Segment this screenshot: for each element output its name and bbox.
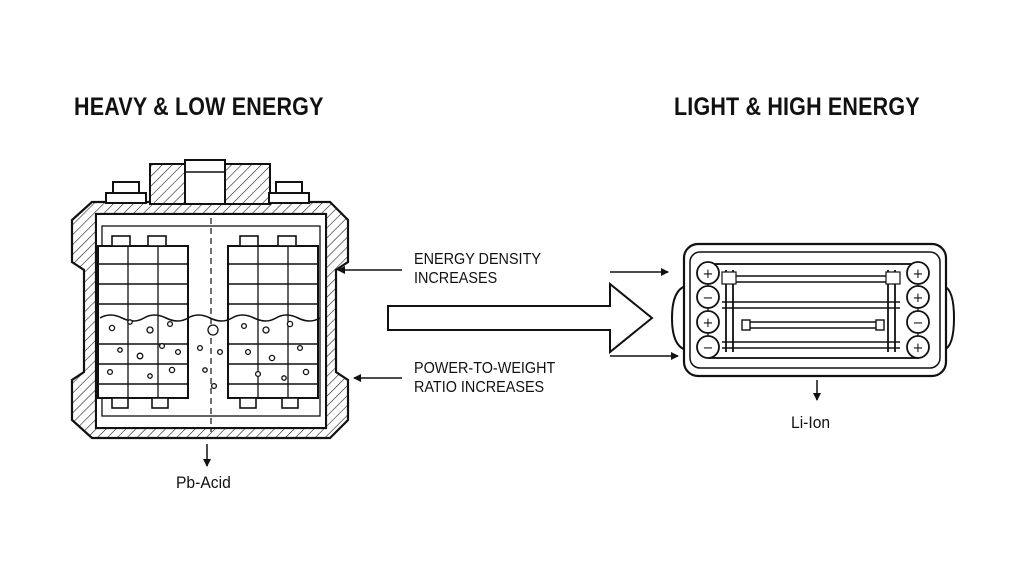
lead-acid-battery [70,159,350,440]
li-ion-cells-left [696,261,720,359]
cell-symbol-left-1: + [703,267,714,282]
electrolyte-level [99,314,321,322]
power-to-weight-label: POWER-TO-WEIGHT RATIO INCREASES [414,359,555,397]
power-to-weight-line-1: POWER-TO-WEIGHT [414,360,556,377]
li-ion-end-cap-left [670,285,687,351]
cell-symbol-left-2: − [703,291,714,306]
cell-symbol-right-4: + [913,341,924,356]
li-ion-battery: + − + − + + − + [670,242,956,378]
cell-symbol-left-3: + [703,316,714,331]
li-ion-casing [682,242,948,378]
cell-symbol-right-3: − [913,316,924,331]
energy-density-line-2: INCREASES [414,270,498,287]
cell-symbol-right-2: + [913,291,924,306]
heading-heavy-low-energy: HEAVY & LOW ENERGY [74,93,324,121]
cell-symbol-left-4: − [703,341,714,356]
energy-density-line-1: ENERGY DENSITY [414,251,541,268]
li-ion-cells-right [906,261,930,359]
energy-density-label: ENERGY DENSITY INCREASES [414,250,541,288]
lead-acid-plate-stack-left [97,235,189,409]
heading-light-high-energy: LIGHT & HIGH ENERGY [674,93,920,121]
lead-acid-plate-stack-right [227,235,319,409]
power-to-weight-line-2: RATIO INCREASES [414,379,545,396]
caption-li-ion: Li-Ion [791,413,831,432]
caption-pb-acid: Pb-Acid [176,473,231,492]
cell-symbol-right-1: + [913,267,924,282]
transition-arrow [387,281,654,355]
li-ion-busbars [722,275,900,349]
electrolyte-bubbles [106,319,310,390]
